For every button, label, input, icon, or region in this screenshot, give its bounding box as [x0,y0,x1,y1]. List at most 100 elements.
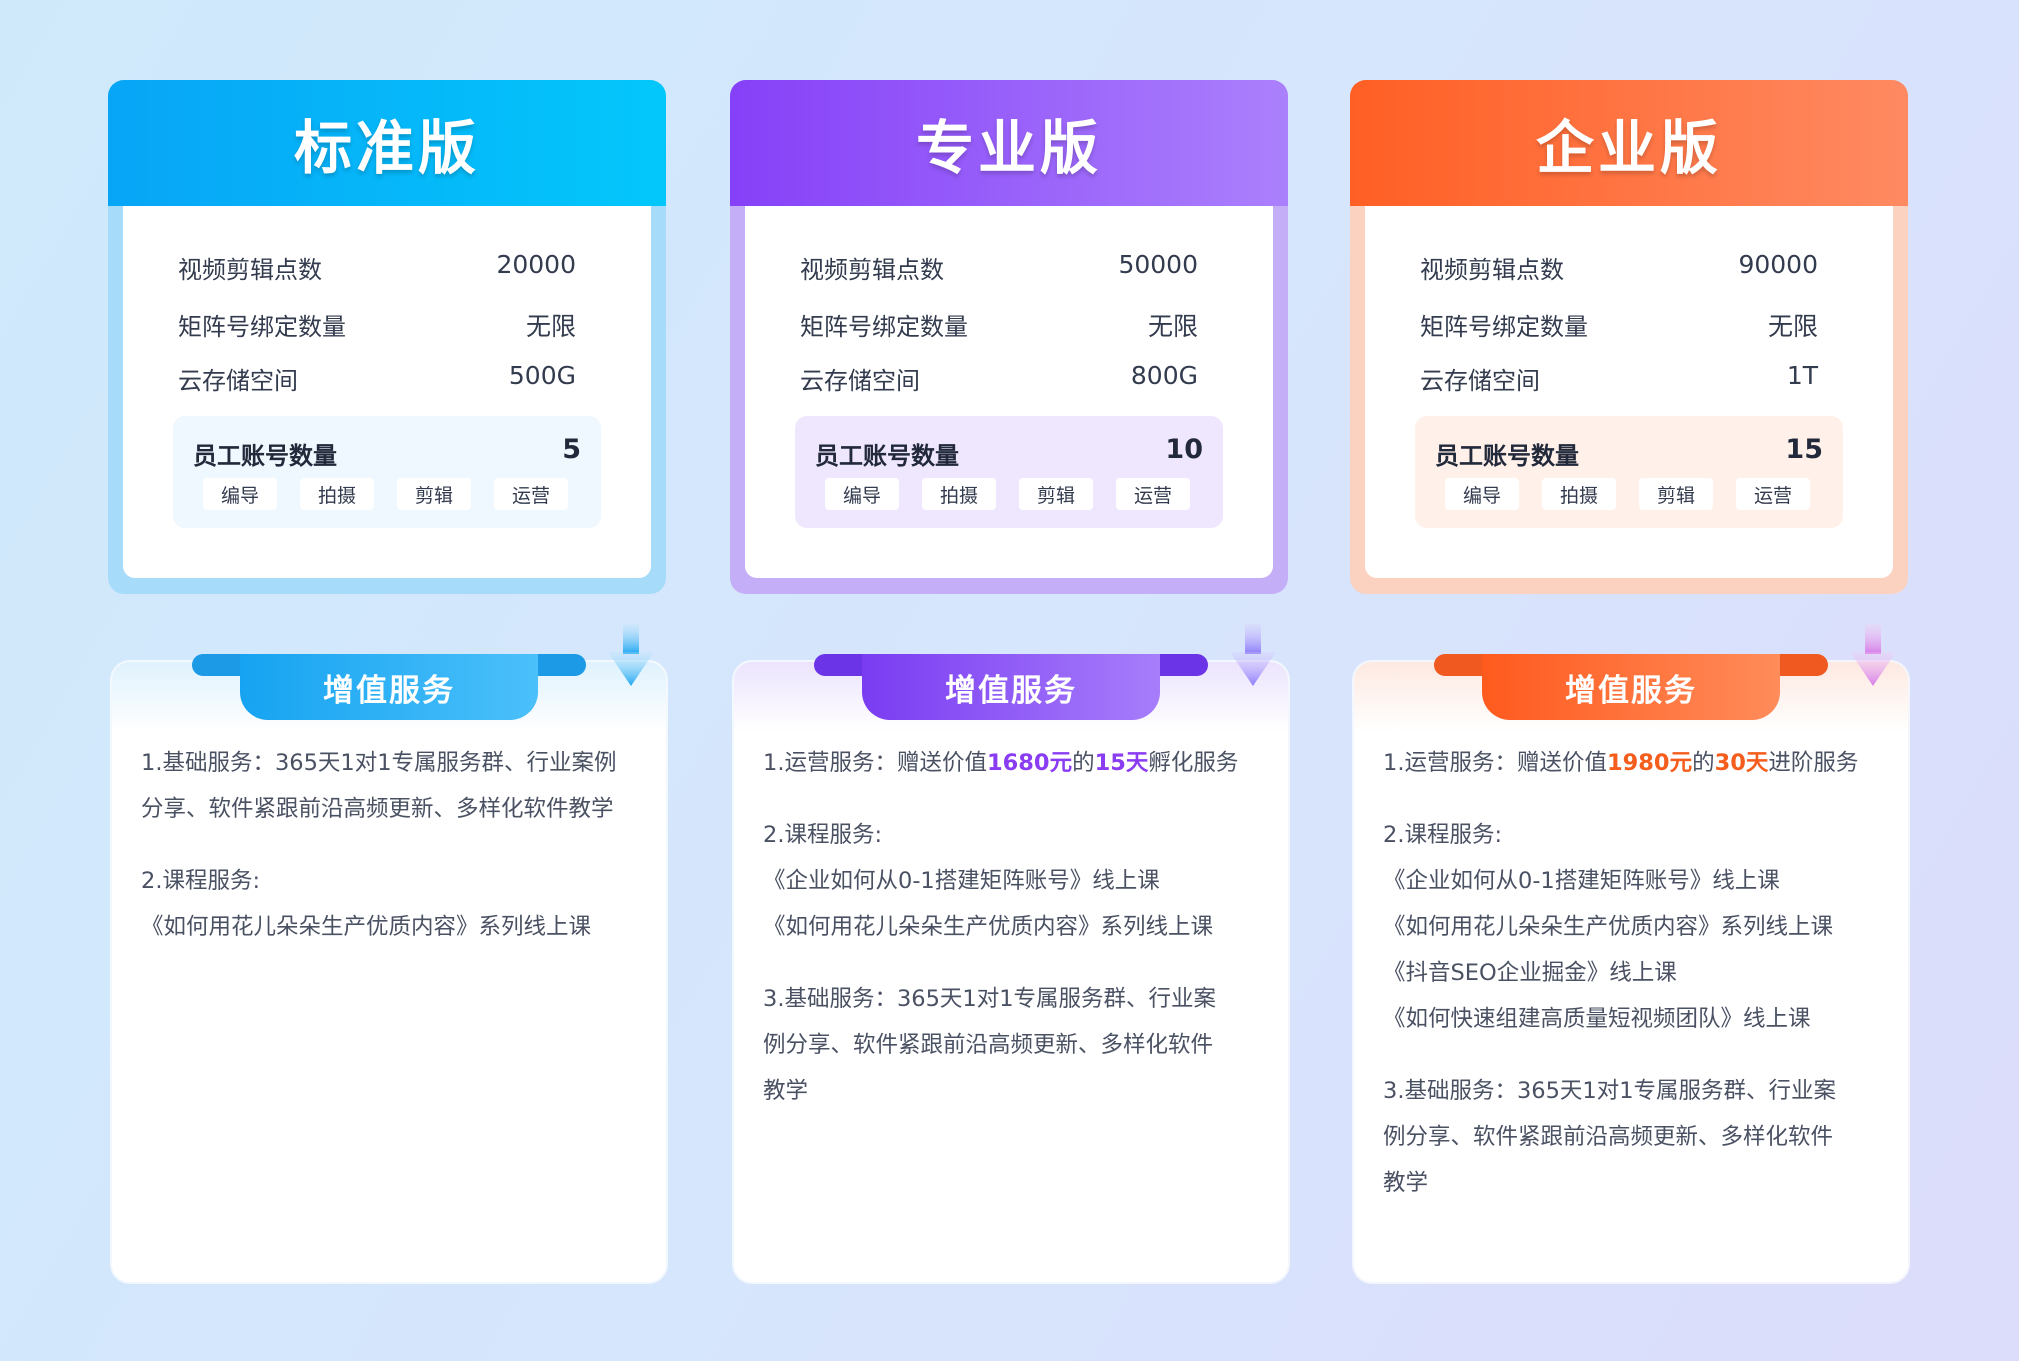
role-tags: 编导 拍摄 剪辑 运营 [203,478,568,510]
spec-row-matrix-accounts: 矩阵号绑定数量 无限 [1365,303,1893,343]
promo-mid: 的 [1692,750,1715,776]
service-line: 2.课程服务: [141,868,261,894]
service-ribbon: 增值服务 [862,654,1160,720]
service-line: 《如何用花儿朵朵生产优质内容》系列线上课 [763,914,1214,940]
staff-label: 员工账号数量 [1435,442,1579,470]
service-line: 《企业如何从0-1搭建矩阵账号》线上课 [1383,868,1780,894]
service-list: 1.运营服务：赠送价值1980元的30天进阶服务 2.课程服务: 《企业如何从0… [1383,740,1893,1232]
plan-column-enterprise: 企业版 视频剪辑点数 90000 矩阵号绑定数量 无限 云存储空间 1T 员工账… [1350,0,1908,1361]
plan-card-enterprise[interactable]: 企业版 视频剪辑点数 90000 矩阵号绑定数量 无限 云存储空间 1T 员工账… [1350,80,1908,594]
service-item: 3.基础服务：365天1对1专属服务群、行业案 例分享、软件紧跟前沿高频更新、多… [1383,1068,1893,1206]
role-tag: 运营 [1116,478,1190,510]
promo-days: 30天 [1714,750,1769,776]
spec-row-matrix-accounts: 矩阵号绑定数量 无限 [745,303,1273,343]
service-ribbon: 增值服务 [240,654,538,720]
role-tag: 拍摄 [300,478,374,510]
spec-row-edit-points: 视频剪辑点数 90000 [1365,246,1893,286]
service-item-promo: 1.运营服务：赠送价值1680元的15天孵化服务 [763,740,1273,786]
plan-card-professional[interactable]: 专业版 视频剪辑点数 50000 矩阵号绑定数量 无限 云存储空间 800G 员… [730,80,1288,594]
plan-header: 标准版 [108,80,666,206]
plan-column-standard: 标准版 视频剪辑点数 20000 矩阵号绑定数量 无限 云存储空间 500G 员… [108,0,666,1361]
service-line: 《如何用花儿朵朵生产优质内容》系列线上课 [141,914,592,940]
staff-value: 5 [562,434,581,465]
service-line: 教学 [1383,1170,1429,1196]
role-tag: 剪辑 [1019,478,1093,510]
service-line: 分享、软件紧跟前沿高频更新、多样化软件教学 [141,796,614,822]
promo-prefix: 1.运营服务：赠送价值 [1383,750,1607,776]
spec-row-cloud-storage: 云存储空间 1T [1365,357,1893,397]
service-ribbon: 增值服务 [1482,654,1780,720]
spec-label: 视频剪辑点数 [178,256,322,284]
plan-header: 专业版 [730,80,1288,206]
service-line: 1.基础服务：365天1对1专属服务群、行业案例 [141,750,617,776]
role-tag: 编导 [203,478,277,510]
service-card-professional: 增值服务 1.运营服务：赠送价值1680元的15天孵化服务 2.课程服务: 《企… [734,624,1288,1282]
service-item-promo: 1.运营服务：赠送价值1980元的30天进阶服务 [1383,740,1893,786]
promo-mid: 的 [1072,750,1095,776]
role-tags: 编导 拍摄 剪辑 运营 [1445,478,1810,510]
spec-value: 500G [508,361,576,390]
spec-label: 矩阵号绑定数量 [178,313,346,341]
promo-days: 15天 [1094,750,1149,776]
promo-suffix: 孵化服务 [1148,750,1239,776]
service-line: 教学 [763,1078,809,1104]
plan-title: 企业版 [1535,114,1722,182]
staff-accounts-box: 员工账号数量 5 编导 拍摄 剪辑 运营 [173,416,601,528]
service-line: 《如何用花儿朵朵生产优质内容》系列线上课 [1383,914,1834,940]
plan-card-standard[interactable]: 标准版 视频剪辑点数 20000 矩阵号绑定数量 无限 云存储空间 500G 员… [108,80,666,594]
staff-value: 15 [1785,434,1823,465]
plan-header: 企业版 [1350,80,1908,206]
spec-value: 90000 [1738,250,1818,279]
spec-label: 矩阵号绑定数量 [1420,313,1588,341]
service-item: 3.基础服务：365天1对1专属服务群、行业案 例分享、软件紧跟前沿高频更新、多… [763,976,1273,1114]
spec-value: 无限 [525,312,576,341]
down-arrow-icon [1230,624,1276,686]
service-line: 《如何快速组建高质量短视频团队》线上课 [1383,1006,1811,1032]
ribbon-text: 增值服务 [945,672,1077,709]
plan-column-professional: 专业版 视频剪辑点数 50000 矩阵号绑定数量 无限 云存储空间 800G 员… [730,0,1288,1361]
service-list: 1.运营服务：赠送价值1680元的15天孵化服务 2.课程服务: 《企业如何从0… [763,740,1273,1140]
ribbon-text: 增值服务 [323,672,455,709]
service-card-standard: 增值服务 1.基础服务：365天1对1专属服务群、行业案例 分享、软件紧跟前沿高… [112,624,666,1282]
spec-label: 云存储空间 [1420,367,1540,395]
spec-value: 50000 [1118,250,1198,279]
spec-label: 云存储空间 [800,367,920,395]
spec-value: 无限 [1767,312,1818,341]
spec-row-cloud-storage: 云存储空间 500G [123,357,651,397]
service-line: 3.基础服务：365天1对1专属服务群、行业案 [763,986,1217,1012]
spec-row-cloud-storage: 云存储空间 800G [745,357,1273,397]
role-tag: 剪辑 [1639,478,1713,510]
service-item: 2.课程服务: 《如何用花儿朵朵生产优质内容》系列线上课 [141,858,651,950]
down-arrow-icon [1850,624,1896,686]
plan-title: 专业版 [915,114,1102,182]
staff-value: 10 [1165,434,1203,465]
spec-value: 1T [1786,361,1818,390]
staff-accounts-box: 员工账号数量 10 编导 拍摄 剪辑 运营 [795,416,1223,528]
plan-body: 视频剪辑点数 20000 矩阵号绑定数量 无限 云存储空间 500G 员工账号数… [123,206,651,578]
promo-prefix: 1.运营服务：赠送价值 [763,750,987,776]
spec-value: 20000 [496,250,576,279]
ribbon-text: 增值服务 [1565,672,1697,709]
service-list: 1.基础服务：365天1对1专属服务群、行业案例 分享、软件紧跟前沿高频更新、多… [141,740,651,976]
staff-label: 员工账号数量 [193,442,337,470]
spec-label: 视频剪辑点数 [800,256,944,284]
service-line: 《抖音SEO企业掘金》线上课 [1383,960,1677,986]
role-tag: 剪辑 [397,478,471,510]
service-card-enterprise: 增值服务 1.运营服务：赠送价值1980元的30天进阶服务 2.课程服务: 《企… [1354,624,1908,1282]
spec-label: 矩阵号绑定数量 [800,313,968,341]
role-tag: 编导 [1445,478,1519,510]
service-line: 《企业如何从0-1搭建矩阵账号》线上课 [763,868,1160,894]
spec-row-matrix-accounts: 矩阵号绑定数量 无限 [123,303,651,343]
service-line: 例分享、软件紧跟前沿高频更新、多样化软件 [1383,1124,1834,1150]
role-tag: 拍摄 [1542,478,1616,510]
service-line: 2.课程服务: [763,822,883,848]
spec-row-edit-points: 视频剪辑点数 50000 [745,246,1273,286]
service-item: 2.课程服务: 《企业如何从0-1搭建矩阵账号》线上课 《如何用花儿朵朵生产优质… [763,812,1273,950]
promo-price: 1980元 [1606,750,1693,776]
promo-price: 1680元 [986,750,1073,776]
spec-label: 云存储空间 [178,367,298,395]
spec-label: 视频剪辑点数 [1420,256,1564,284]
staff-accounts-box: 员工账号数量 15 编导 拍摄 剪辑 运营 [1415,416,1843,528]
role-tag: 运营 [494,478,568,510]
spec-row-edit-points: 视频剪辑点数 20000 [123,246,651,286]
